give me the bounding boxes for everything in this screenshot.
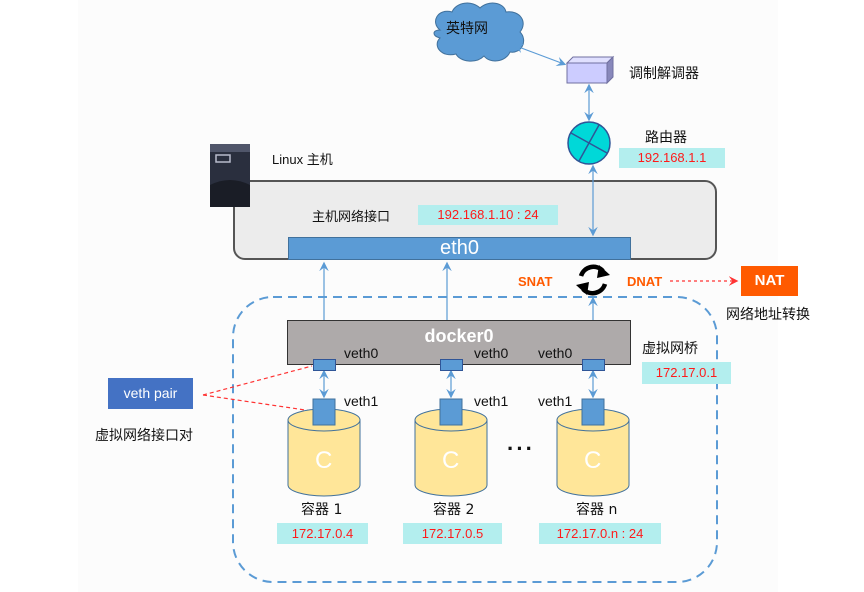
host-interface-ip: 192.168.1.10 : 24: [418, 205, 558, 225]
veth1-port-1[interactable]: [312, 398, 336, 426]
linux-host-label: Linux 主机: [272, 152, 333, 167]
veth1-label-n: veth1: [538, 393, 573, 409]
bridge-description: 虚拟网桥: [642, 341, 698, 357]
veth0-port-2[interactable]: [440, 359, 463, 371]
container-1-letter: C: [315, 447, 333, 474]
veth0-label-1: veth0: [344, 345, 379, 361]
veth-pair-pointer-veth0: [202, 365, 313, 396]
snat-label: SNAT: [518, 274, 553, 289]
veth-pair-pointer-veth1: [202, 394, 313, 412]
nat-sync-icon: [576, 264, 610, 296]
veth-pair-box[interactable]: veth pair: [108, 378, 193, 409]
link-internet-modem: [513, 44, 567, 66]
router-icon: [567, 121, 611, 165]
router-ip: 192.168.1.1: [619, 148, 725, 168]
nat-description: 网络地址转换: [726, 307, 810, 323]
container-1-name: 容器 1: [301, 502, 343, 518]
modem-icon: [565, 55, 615, 85]
container-2-letter: C: [442, 447, 460, 474]
container-2-ip: 172.17.0.5: [403, 523, 502, 544]
host-interface-label: 主机网络接口: [312, 210, 391, 225]
container-2-cylinder-icon: [414, 408, 488, 497]
veth0-port-n[interactable]: [582, 359, 605, 371]
container-1-cylinder-icon: [287, 408, 361, 497]
container-network-boundary: [232, 296, 718, 583]
eth0-interface[interactable]: eth0: [288, 237, 631, 260]
veth1-port-n[interactable]: [581, 398, 605, 426]
router-label: 路由器: [645, 130, 687, 146]
container-1-ip: 172.17.0.4: [277, 523, 368, 544]
veth-pair-description: 虚拟网络接口对: [95, 428, 193, 444]
veth1-label-2: veth1: [474, 393, 509, 409]
veth0-label-2: veth0: [474, 345, 509, 361]
modem-label: 调制解调器: [629, 66, 699, 82]
veth0-port-1[interactable]: [313, 359, 336, 371]
container-n-name: 容器 n: [576, 502, 618, 518]
internet-label: 英特网: [446, 21, 488, 37]
veth1-port-2[interactable]: [439, 398, 463, 426]
linux-server-icon: [210, 144, 250, 207]
container-2-name: 容器 2: [433, 502, 475, 518]
container-n-ip: 172.17.0.n : 24: [539, 523, 661, 544]
bridge-ip: 172.17.0.1: [642, 362, 731, 384]
dnat-label: DNAT: [627, 274, 663, 289]
container-n-letter: C: [584, 447, 602, 474]
more-containers-ellipsis: ···: [507, 436, 535, 461]
veth1-label-1: veth1: [344, 393, 379, 409]
nat-box[interactable]: NAT: [741, 266, 798, 296]
veth0-label-n: veth0: [538, 345, 573, 361]
